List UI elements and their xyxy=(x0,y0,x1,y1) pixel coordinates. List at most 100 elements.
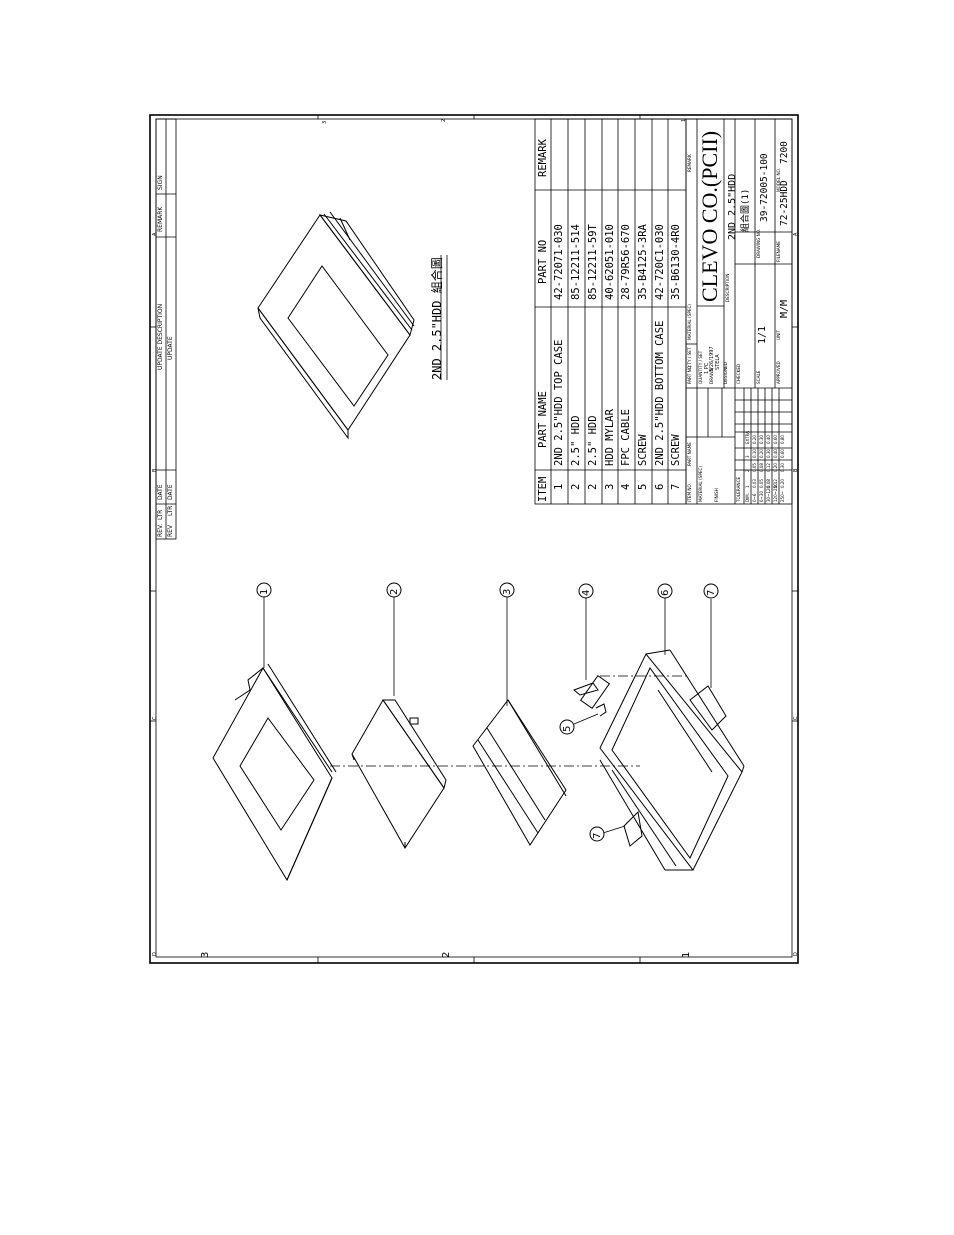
tb-finish: FINISH xyxy=(714,488,719,502)
parts-table-grid xyxy=(534,118,793,505)
tb-filename-label: FILENAME xyxy=(776,241,781,262)
border-mark-right-a: A xyxy=(793,232,799,236)
rev-header-ltr: LTR xyxy=(157,509,164,520)
rev-header-date: DATE xyxy=(157,484,164,500)
balloon-5: 5 xyxy=(562,725,573,732)
tolerance-cell: 2 xyxy=(745,469,750,472)
tolerance-cell: 0.08 xyxy=(766,479,771,488)
tolerance-title: TOLERANCE xyxy=(736,476,741,502)
leader-lines xyxy=(263,597,712,834)
tolerance-cell: 1 xyxy=(745,485,750,488)
rev-row-ltr: LTR xyxy=(167,505,174,516)
col-header-part-name: PART NAME xyxy=(537,391,549,448)
part4-fpc-cable xyxy=(573,675,611,717)
tolerance-cell: 0~6 xyxy=(752,493,757,502)
border-mark-left-d: D xyxy=(152,952,158,956)
row-0-item: 1 xyxy=(553,483,565,490)
col-header-remark: REMARK xyxy=(537,139,549,177)
tolerance-cell: 30~120 xyxy=(766,485,771,502)
border-mark-bottom-2: 2 xyxy=(441,951,452,958)
tb-drawn-by: STELA xyxy=(715,354,721,370)
row-0-part-name: 2ND 2.5"HDD TOP CASE xyxy=(553,339,565,466)
col-header-item: ITEM xyxy=(537,476,549,502)
part2-hdd xyxy=(351,699,447,849)
balloon-1: 1 xyxy=(259,588,270,595)
tb-approved: APPROVED xyxy=(776,361,781,384)
tolerance-cell: 0.20 xyxy=(773,463,778,472)
row-4-item: 4 xyxy=(620,483,632,490)
row-6-item: 6 xyxy=(654,483,666,490)
tb-unit: M/M xyxy=(779,299,790,318)
tolerance-cell: 0.20 xyxy=(752,435,757,444)
border-mark-top-3: 3 xyxy=(322,120,328,124)
rev-header-remark: REMARK xyxy=(157,206,164,232)
row-5-item: 5 xyxy=(637,483,649,490)
part6-bottom-case xyxy=(599,649,745,871)
tb-description: 2ND 2.5"HDD xyxy=(727,173,738,240)
tolerance-cell: 0.03 xyxy=(752,479,757,488)
tolerance-cell: 0.40 xyxy=(773,449,778,458)
tolerance-cell: 3 xyxy=(745,455,750,458)
tolerance-cell: 0.08 xyxy=(759,463,764,472)
balloon-7b: 7 xyxy=(592,832,603,839)
zone-ticks xyxy=(150,115,798,963)
tb-qty-ratio: Q'TY / SET xyxy=(687,347,692,370)
row-5-part-name: SCREW xyxy=(637,434,649,466)
border-mark-right-b: B xyxy=(793,468,799,472)
tb-material-spec: MATERIAL (SPEC) xyxy=(698,465,703,502)
revision-block-lines xyxy=(155,118,177,540)
row-4-part-no: 28-79R56-670 xyxy=(620,224,632,300)
tb-drawing-no: 39-72005-100 xyxy=(759,153,770,222)
row-7-part-name: SCREW xyxy=(670,434,682,466)
part3-mylar xyxy=(472,699,567,846)
row-7-item: 7 xyxy=(670,483,682,490)
rev-row-date: DATE xyxy=(167,484,174,500)
tolerance-cell: 0.05 xyxy=(759,479,764,488)
part1-top-case xyxy=(212,663,337,882)
tolerance-cell: EXTRA xyxy=(745,431,750,444)
tb-unit-label: UNIT xyxy=(776,330,781,340)
rev-header-sign: SIGN xyxy=(157,175,164,190)
row-4-part-name: FPC CABLE xyxy=(620,409,632,466)
balloon-4: 4 xyxy=(581,589,592,596)
tolerance-cell: 0.60 xyxy=(773,435,778,444)
row-1-part-name: 2.5" HDD xyxy=(570,415,582,466)
border-mark-top-2: 2 xyxy=(441,118,447,122)
tolerance-cell: 0.05 xyxy=(752,463,757,472)
tolerance-cell: 0.30 xyxy=(780,463,785,472)
tolerance-cell: 250~ xyxy=(780,491,785,502)
tb-description2: 組合圖(1) xyxy=(741,188,751,232)
col-header-part-no: PART NO xyxy=(537,239,549,284)
border-mark-left-b: B xyxy=(152,468,158,472)
part7-screw xyxy=(623,685,727,847)
row-3-item: 3 xyxy=(604,483,616,490)
rev-header-description: UPDATE DESCRIPTION xyxy=(157,303,164,370)
border-mark-right-d: D xyxy=(793,952,799,956)
tb-model: 7200 xyxy=(779,141,790,164)
row-3-part-no: 40-62051-010 xyxy=(604,224,616,300)
tolerance-cell: 0.30 xyxy=(759,435,764,444)
assembled-hdd-view xyxy=(257,211,415,440)
balloon-circles xyxy=(256,582,719,842)
tolerance-cell: 0.10 xyxy=(752,449,757,458)
tolerance-cell: 0.12 xyxy=(773,479,778,488)
tb-scale: 1/1 xyxy=(757,325,768,344)
tb-remark: REMARK xyxy=(687,154,692,172)
border-mark-bottom-3: 3 xyxy=(200,951,211,958)
tolerance-cell: 6~30 xyxy=(759,491,764,502)
border-mark-bottom-1: 1 xyxy=(681,951,692,958)
border-mark-left-a: A xyxy=(152,232,158,236)
row-7-part-no: 35-B6130-4R0 xyxy=(670,224,682,300)
row-1-part-no: 85-12211-514 xyxy=(570,224,582,300)
row-2-item: 2 xyxy=(587,483,599,490)
tb-designed: DESIGNED xyxy=(723,361,728,384)
tb-part-name: PART NAME xyxy=(687,442,692,466)
tb-drawing-no-label: DRAWING NO. xyxy=(756,228,761,258)
row-2-part-no: 85-12211-59T xyxy=(587,224,599,300)
assembly-view-title: 2ND 2.5"HDD 組合圖 xyxy=(430,257,444,380)
border-mark-right-c: C xyxy=(793,716,799,721)
tolerance-cell: 0.12 xyxy=(766,463,771,472)
balloon-7a: 7 xyxy=(706,589,717,596)
